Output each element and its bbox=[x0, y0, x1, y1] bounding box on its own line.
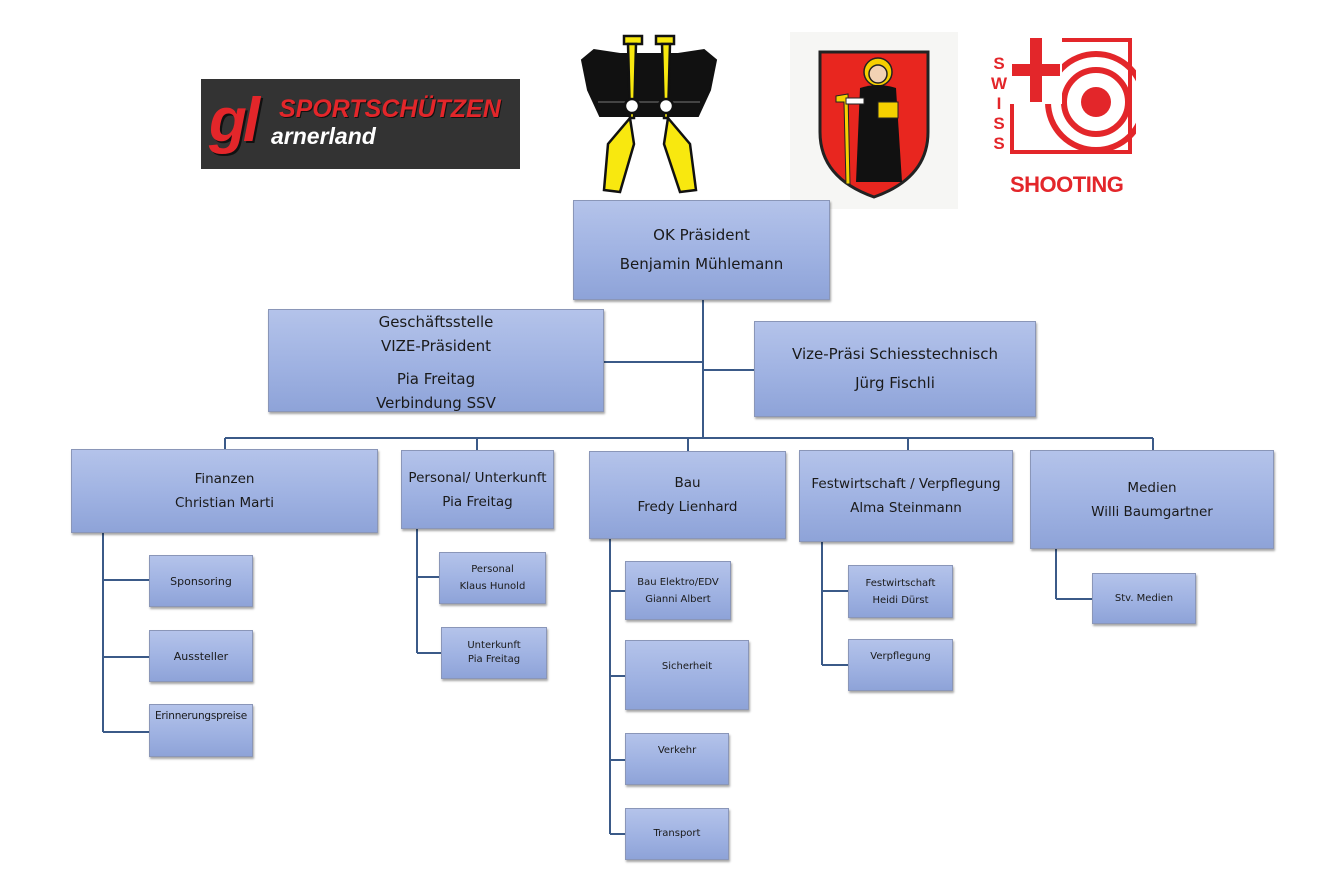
dept-title: Medien bbox=[1127, 479, 1177, 496]
sub-unterkunft: Unterkunft Pia Freitag bbox=[441, 627, 547, 679]
sub-sponsoring: Sponsoring bbox=[149, 555, 253, 607]
president-title: OK Präsident bbox=[653, 226, 750, 244]
dept-head: Willi Baumgartner bbox=[1091, 503, 1213, 520]
geschaeftsstelle-box: Geschäftsstelle VIZE-Präsident Pia Freit… bbox=[268, 309, 604, 412]
sub-title: Personal bbox=[471, 564, 514, 575]
dept-head: Pia Freitag bbox=[442, 493, 513, 510]
sub-title: Aussteller bbox=[173, 649, 229, 663]
sub-title: Festwirtschaft bbox=[865, 577, 936, 589]
sub-name: Pia Freitag bbox=[467, 654, 521, 665]
sub-title: Stv. Medien bbox=[1114, 592, 1174, 604]
sub-verpflegung: Verpflegung bbox=[848, 639, 953, 691]
dept-finanzen: Finanzen Christian Marti bbox=[71, 449, 378, 533]
sub-erinnerungspreise: Erinnerungspreise bbox=[149, 704, 253, 757]
sub-sicherheit: Sicherheit bbox=[625, 640, 749, 710]
geschaeftsstelle-line3: Pia Freitag bbox=[396, 370, 476, 388]
dept-title: Bau bbox=[674, 475, 701, 491]
swiss-letter: I bbox=[996, 94, 1002, 113]
sub-title: Erinnerungspreise bbox=[154, 710, 248, 722]
vize-schiess-name: Jürg Fischli bbox=[855, 374, 935, 392]
geschaeftsstelle-line2: VIZE-Präsident bbox=[380, 337, 492, 355]
glarus-coat-of-arms bbox=[790, 32, 958, 209]
sub-verkehr: Verkehr bbox=[625, 733, 729, 785]
swiss-letter: W bbox=[990, 74, 1008, 93]
glarus-chair-emblem bbox=[580, 34, 718, 194]
sportschuetzen-logo-line2: arnerland bbox=[271, 123, 376, 149]
president-name: Benjamin Mühlemann bbox=[619, 255, 784, 273]
swiss-letter: S bbox=[993, 134, 1005, 153]
sportschuetzen-logo-gl: gl bbox=[209, 86, 260, 155]
dept-head: Christian Marti bbox=[175, 495, 274, 511]
sub-festwirtschaft: Festwirtschaft Heidi Dürst bbox=[848, 565, 953, 618]
dept-personal: Personal/ Unterkunft Pia Freitag bbox=[401, 450, 554, 529]
sub-bau-elektro: Bau Elektro/EDV Gianni Albert bbox=[625, 561, 731, 620]
sub-aussteller: Aussteller bbox=[149, 630, 253, 682]
sub-name: Klaus Hunold bbox=[459, 581, 526, 592]
geschaeftsstelle-line1: Geschäftsstelle bbox=[378, 313, 494, 331]
sub-title: Bau Elektro/EDV bbox=[637, 576, 719, 588]
president-box: OK Präsident Benjamin Mühlemann bbox=[573, 200, 830, 300]
geschaeftsstelle-line4: Verbindung SSV bbox=[376, 394, 496, 412]
vize-schiess-title: Vize-Präsi Schiesstechnisch bbox=[792, 345, 998, 363]
dept-head: Fredy Lienhard bbox=[637, 499, 738, 515]
dept-bau: Bau Fredy Lienhard bbox=[589, 451, 786, 539]
swiss-shooting-word: SHOOTING bbox=[1010, 172, 1124, 197]
sub-name: Heidi Dürst bbox=[872, 594, 929, 606]
sub-personal: Personal Klaus Hunold bbox=[439, 552, 546, 604]
sub-transport: Transport bbox=[625, 808, 729, 860]
dept-head: Alma Steinmann bbox=[850, 500, 962, 516]
dept-title: Personal/ Unterkunft bbox=[408, 469, 547, 486]
dept-festwirtschaft: Festwirtschaft / Verpflegung Alma Steinm… bbox=[799, 450, 1013, 542]
dept-title: Finanzen bbox=[194, 471, 255, 487]
sub-title: Sicherheit bbox=[661, 661, 713, 672]
sub-title: Transport bbox=[653, 828, 701, 839]
sub-title: Verpflegung bbox=[870, 651, 931, 662]
swiss-shooting-logo: S W I S S SHOOTING bbox=[990, 38, 1146, 197]
sub-title: Sponsoring bbox=[170, 574, 232, 588]
sportschuetzen-logo: gl SPORTSCHÜTZEN arnerland bbox=[201, 79, 520, 169]
sub-stv-medien: Stv. Medien bbox=[1092, 573, 1196, 624]
dept-title: Festwirtschaft / Verpflegung bbox=[811, 476, 1001, 492]
swiss-letter: S bbox=[993, 54, 1005, 73]
swiss-letter: S bbox=[993, 114, 1005, 133]
sub-title: Verkehr bbox=[657, 745, 697, 756]
dept-medien: Medien Willi Baumgartner bbox=[1030, 450, 1274, 549]
sub-title: Unterkunft bbox=[467, 640, 521, 651]
sportschuetzen-logo-line1: SPORTSCHÜTZEN bbox=[279, 95, 501, 123]
sub-name: Gianni Albert bbox=[645, 593, 711, 605]
vize-schiess-box: Vize-Präsi Schiesstechnisch Jürg Fischli bbox=[754, 321, 1036, 417]
